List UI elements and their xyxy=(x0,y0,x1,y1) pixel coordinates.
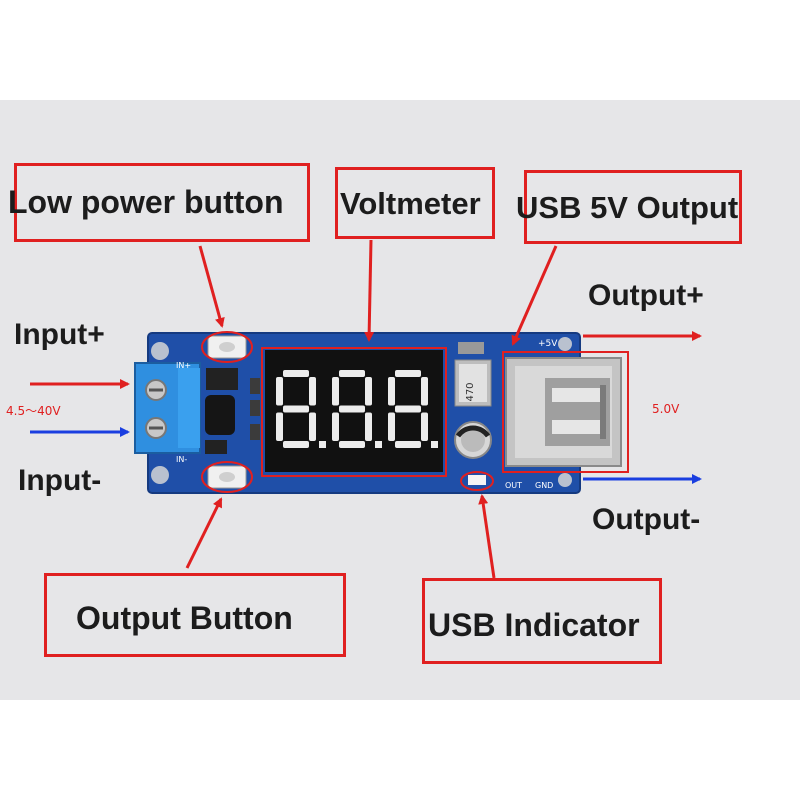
label-usb-indicator: USB Indicator xyxy=(428,607,640,643)
display-segment xyxy=(332,377,339,406)
usb-port-outline xyxy=(502,351,629,473)
label-output-plus: Output+ xyxy=(588,279,704,312)
label-output-button: Output Button xyxy=(76,600,293,636)
silk-gnd: GND xyxy=(535,481,553,490)
display-segment xyxy=(339,405,365,413)
low-power-button-outline xyxy=(201,331,253,363)
silk-in-minus: IN- xyxy=(176,455,187,464)
display-segment xyxy=(365,377,372,406)
voltmeter-display xyxy=(265,350,443,472)
label-input-plus: Input+ xyxy=(14,318,105,351)
inductor-label: 470 xyxy=(465,382,476,401)
display-segment xyxy=(309,412,316,441)
usb-output-callout xyxy=(524,170,742,244)
display-decimal-point xyxy=(319,441,326,448)
usb-port xyxy=(505,357,622,467)
capacitor xyxy=(454,421,492,459)
output-voltage-annotation: 5.0V xyxy=(652,402,680,416)
silk-out: OUT xyxy=(505,481,522,490)
label-voltmeter: Voltmeter xyxy=(340,186,481,221)
smd-component xyxy=(205,440,227,454)
low-power-button-component xyxy=(207,335,247,359)
usb-led xyxy=(468,475,486,485)
display-segment xyxy=(339,441,365,448)
display-segment xyxy=(421,377,428,406)
label-usb-5v-output: USB 5V Output xyxy=(516,190,739,225)
display-segment xyxy=(276,412,283,441)
display-segment xyxy=(365,412,372,441)
label-output-minus: Output- xyxy=(592,503,701,536)
output-button-callout xyxy=(44,573,346,657)
display-segment xyxy=(283,370,309,377)
arrow-voltmeter xyxy=(364,239,375,342)
mounting-hole xyxy=(151,466,169,484)
silk-5v: +5V xyxy=(538,339,558,349)
mounting-hole xyxy=(558,337,572,351)
display-decimal-point xyxy=(431,441,438,448)
input-terminal-block xyxy=(134,362,201,454)
arrow-usb-indicator xyxy=(478,494,496,579)
display-segment xyxy=(395,441,421,448)
display-segment xyxy=(283,441,309,448)
usb-indicator-outline xyxy=(460,471,494,491)
display-segment xyxy=(283,405,309,413)
low-power-button-callout xyxy=(14,163,310,242)
mounting-hole xyxy=(151,342,169,360)
display-segment xyxy=(339,370,365,377)
display-segment xyxy=(421,412,428,441)
voltmeter-callout xyxy=(335,167,495,239)
usb-indicator-callout xyxy=(422,578,662,664)
display-segment xyxy=(388,377,395,406)
input-range-annotation: 4.5～40V xyxy=(6,404,61,418)
silk-in-plus: IN+ xyxy=(176,361,191,370)
display-segment xyxy=(395,405,421,413)
mounting-hole xyxy=(558,473,572,487)
voltmeter-outline xyxy=(261,347,447,477)
label-input-minus: Input- xyxy=(18,464,102,497)
display-decimal-point xyxy=(375,441,382,448)
output-button-outline xyxy=(201,461,253,493)
arrow-usb-output xyxy=(511,245,558,346)
output-button-component xyxy=(207,465,247,489)
display-segment xyxy=(395,370,421,377)
label-low-power-button: Low power button xyxy=(8,184,284,220)
inductor xyxy=(454,359,492,407)
smd-component xyxy=(206,368,238,390)
seven-segment-digits xyxy=(276,370,438,448)
arrow-low-power xyxy=(198,245,225,328)
arrow-output-button xyxy=(185,497,223,569)
display-segment xyxy=(276,377,283,406)
display-segment xyxy=(332,412,339,441)
display-segment xyxy=(309,377,316,406)
display-segment xyxy=(388,412,395,441)
regulator-chip xyxy=(205,395,235,435)
